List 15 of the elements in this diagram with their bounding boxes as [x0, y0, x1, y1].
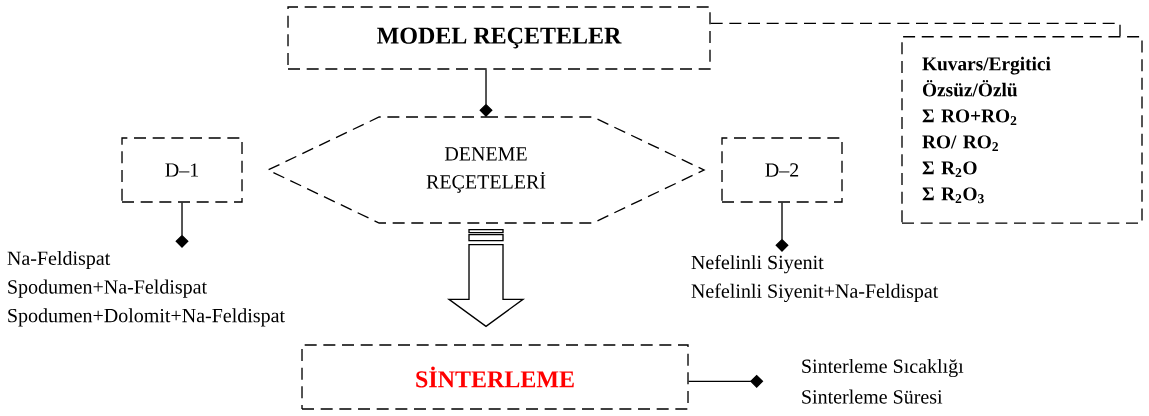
- hexagon: DENEME REÇETELERİ: [266, 116, 706, 224]
- dashed-line: [710, 22, 1121, 37]
- connector: [775, 202, 789, 252]
- group-box: D–1: [121, 137, 243, 203]
- process-box: SİNTERLEME: [301, 344, 689, 410]
- connector: [688, 374, 764, 388]
- parameter-list: Sinterleme Sıcaklığı Sinterleme Süresi: [802, 358, 964, 404]
- connector: [479, 69, 493, 117]
- block-arrow: [446, 229, 526, 328]
- connector: [175, 202, 189, 248]
- material-list: Nefelinli Siyenit Nefelinli Siyenit+Na-Feldispat: [691, 254, 939, 302]
- material-list: Na-Feldispat Spodumen+Na-Feldispat Spodumen+Dolomit+Na-Feldispat: [7, 250, 285, 327]
- parameter-box: Kuvars/Ergitici Özsüz/Özlü Σ RO+RO$_{2}$ RO/ RO$_{2}$ Σ R$_{2}$O Σ R$_{2}$O$_{3}$: [901, 36, 1143, 224]
- group-box: D–2: [721, 137, 843, 203]
- recipe-box: MODEL REÇETELER: [287, 6, 711, 70]
